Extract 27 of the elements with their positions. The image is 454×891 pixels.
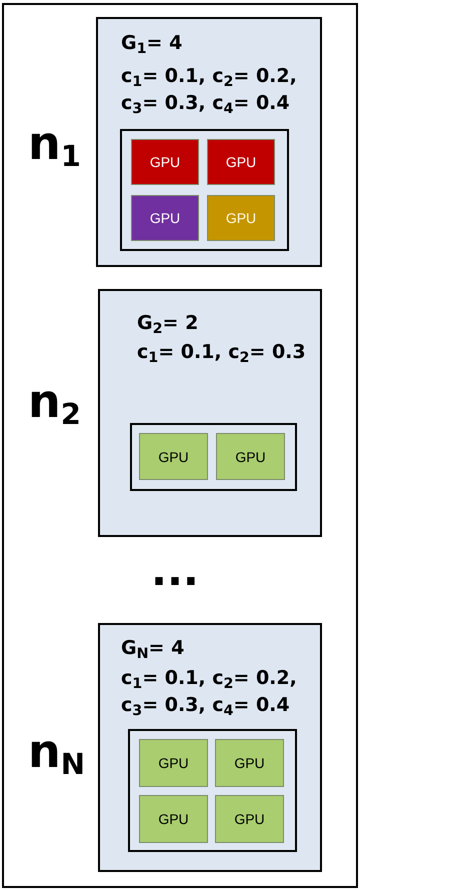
param-text: c$_{1}$= 0.1, c$_{2}$= 0.3 (137, 340, 306, 366)
gpu-group-box (128, 729, 297, 852)
gpu-chip: GPU (139, 433, 208, 480)
gpu-chip: GPU (215, 739, 284, 787)
gpu-chip: GPU (139, 739, 208, 787)
node-label: n$_{2}$ (28, 378, 81, 424)
gpu-chip: GPU (216, 433, 285, 480)
node-label: n$_{1}$ (28, 120, 81, 166)
ellipsis-text: ... (151, 550, 199, 592)
gpu-group-box (130, 423, 297, 491)
param-text: c$_{1}$= 0.1, c$_{2}$= 0.2, c$_{3}$= 0.3, c$_{4}$= 0.4 (121, 666, 298, 719)
gpu-chip: GPU (131, 195, 199, 241)
outer-frame (2, 3, 358, 888)
node-card (98, 289, 322, 537)
param-text: G$_{1}$= 4 (121, 31, 182, 57)
node-card (96, 17, 322, 267)
param-text: c$_{1}$= 0.1, c$_{2}$= 0.2, c$_{3}$= 0.3, c$_{4}$= 0.4 (121, 64, 298, 117)
gpu-chip: GPU (215, 795, 284, 843)
gpu-chip: GPU (207, 195, 275, 241)
node-card (98, 623, 322, 872)
node-label: n$_{N}$ (28, 728, 85, 774)
param-text: G$_{N}$= 4 (121, 636, 184, 662)
gpu-chip: GPU (131, 139, 199, 185)
param-text: G$_{2}$= 2 (137, 311, 198, 337)
gpu-chip: GPU (207, 139, 275, 185)
gpu-group-box (120, 129, 289, 251)
gpu-chip: GPU (139, 795, 208, 843)
